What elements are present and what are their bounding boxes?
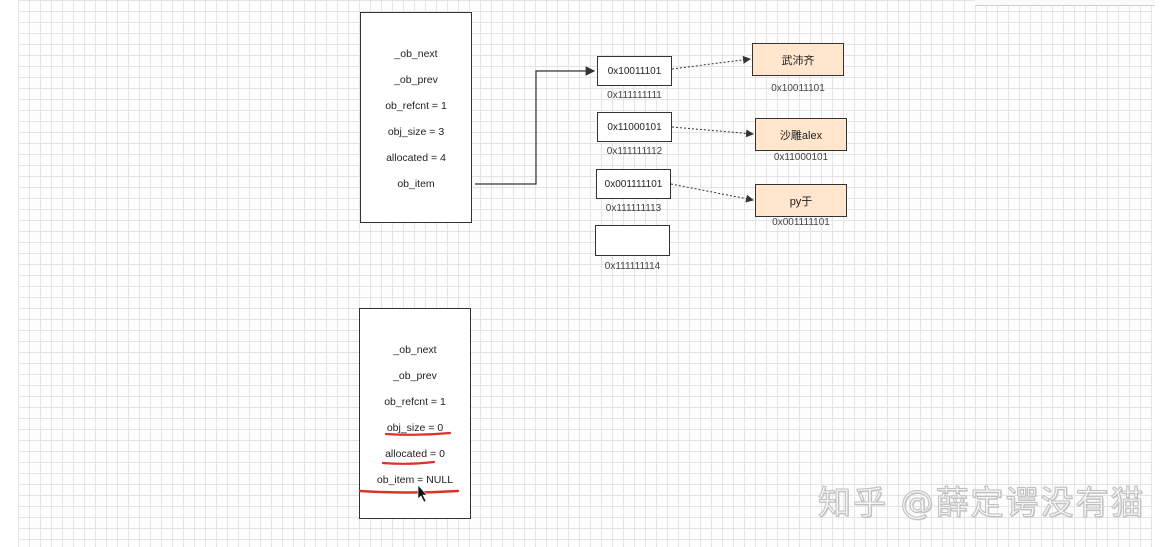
field-ob-refcnt: ob_refcnt = 1	[385, 100, 447, 112]
watermark: 知乎 @薛定谔没有猫	[818, 483, 1146, 523]
object-3-address: 0x001111101	[772, 217, 830, 228]
pointer-cell-4-address: 0x111111114	[604, 261, 661, 272]
pylistobject-struct-bottom: _ob_next _ob_prev ob_refcnt = 1 obj_size…	[359, 308, 471, 519]
pointer-cell-3: 0x001111101	[596, 169, 671, 199]
field-allocated: allocated = 0	[385, 448, 445, 460]
grid-canvas	[18, 0, 1152, 547]
field-ob-prev: _ob_prev	[394, 74, 438, 86]
object-1: 武沛齐	[752, 43, 844, 76]
field-ob-item: ob_item	[397, 178, 435, 190]
pointer-cell-3-address: 0x111111113	[605, 203, 662, 214]
field-ob-item: ob_item = NULL	[376, 474, 454, 486]
field-obj-size: obj_size = 3	[387, 126, 445, 138]
pointer-cell-1: 0x10011101	[597, 56, 672, 86]
field-ob-prev: _ob_prev	[393, 370, 437, 382]
pointer-cell-1-address: 0x111111111	[607, 90, 662, 101]
field-ob-refcnt: ob_refcnt = 1	[384, 396, 446, 408]
field-obj-size: obj_size = 0	[386, 422, 444, 434]
object-2: 沙雕alex	[755, 118, 847, 151]
pointer-cell-2-address: 0x111111112	[606, 146, 663, 157]
object-2-address: 0x11000101	[773, 152, 829, 163]
pointer-cell-4	[595, 225, 670, 256]
pylistobject-struct-top: _ob_next _ob_prev ob_refcnt = 1 obj_size…	[360, 12, 472, 223]
object-3: py于	[755, 184, 847, 217]
field-ob-next: _ob_next	[394, 48, 438, 60]
object-1-address: 0x10011101	[771, 83, 825, 94]
field-ob-next: _ob_next	[393, 344, 437, 356]
field-allocated: allocated = 4	[386, 152, 446, 164]
pointer-cell-2: 0x11000101	[597, 112, 672, 142]
top-toolbar-edge	[975, 0, 1155, 6]
